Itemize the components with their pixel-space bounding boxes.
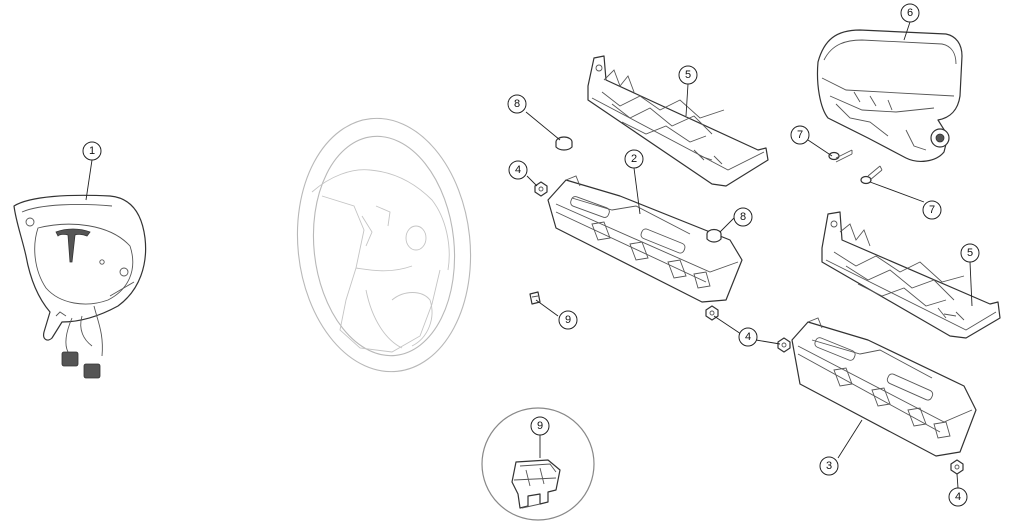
- nut-middle-right: [777, 337, 791, 353]
- svg-text:7: 7: [797, 129, 803, 141]
- callout-3: 3: [819, 456, 839, 476]
- svg-text:3: 3: [826, 460, 832, 472]
- svg-text:6: 6: [907, 7, 913, 19]
- callout-9-detail: 9: [530, 416, 550, 436]
- svg-text:4: 4: [955, 491, 961, 503]
- callout-8-lower: 8: [733, 207, 753, 227]
- brand-logo-icon: [55, 228, 91, 263]
- bolt-upper: [828, 149, 853, 163]
- callout-7-lower: 7: [922, 200, 942, 220]
- callout-4-upper: 4: [508, 160, 528, 180]
- airbag-module-3: [791, 317, 977, 457]
- svg-text:5: 5: [685, 69, 691, 81]
- svg-text:9: 9: [537, 420, 543, 432]
- svg-text:9: 9: [565, 314, 571, 326]
- driver-airbag-module: [13, 194, 147, 379]
- callout-9-small: 9: [558, 310, 578, 330]
- callout-2: 2: [624, 149, 644, 169]
- nut-lower-right: [950, 459, 964, 475]
- svg-text:4: 4: [745, 331, 751, 343]
- callout-6: 6: [900, 3, 920, 23]
- svg-text:5: 5: [967, 247, 973, 259]
- callout-4-lower: 4: [948, 487, 968, 507]
- svg-text:2: 2: [631, 153, 637, 165]
- callout-8-upper: 8: [507, 94, 527, 114]
- leader-lines: [85, 21, 973, 489]
- callout-7-upper: 7: [790, 125, 810, 145]
- svg-text:8: 8: [514, 98, 520, 110]
- nut-upper-left: [534, 181, 548, 197]
- callout-5-lower: 5: [960, 243, 980, 263]
- steering-wheel-reference: [296, 117, 472, 373]
- svg-text:1: 1: [89, 145, 95, 157]
- svg-text:8: 8: [740, 211, 746, 223]
- bolt-lower: [860, 165, 883, 185]
- callout-5-upper: 5: [678, 65, 698, 85]
- connector-icon: [61, 351, 79, 367]
- airbag-module-2: [547, 175, 743, 303]
- clip-lower: [706, 228, 722, 243]
- connector-icon: [83, 363, 101, 379]
- callout-1: 1: [82, 141, 102, 161]
- passenger-airbag-module: [816, 29, 963, 162]
- svg-text:4: 4: [515, 164, 521, 176]
- retainer-clip-detail-view: [481, 407, 595, 521]
- airbag-bracket-upper: [587, 55, 769, 187]
- callout-4-middle: 4: [738, 327, 758, 347]
- svg-text:7: 7: [929, 204, 935, 216]
- airbag-bracket-lower: [821, 211, 1001, 339]
